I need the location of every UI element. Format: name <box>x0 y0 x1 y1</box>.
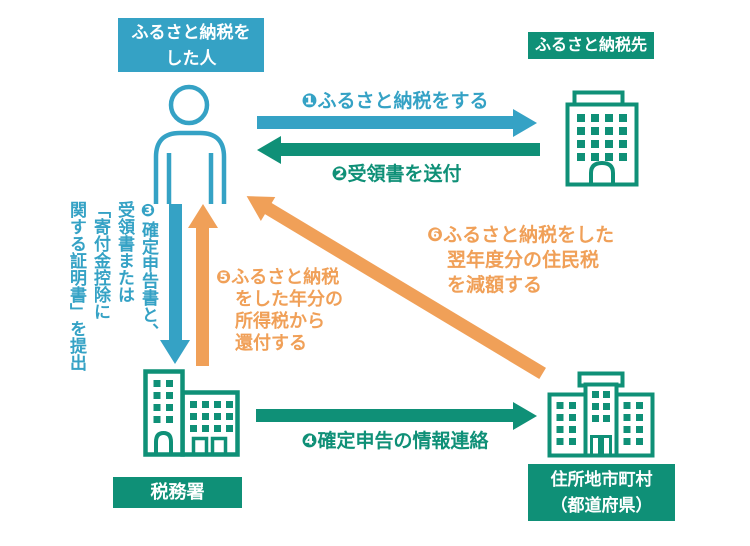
arrow-step1-head <box>513 109 537 137</box>
step1-number: ❶ <box>301 91 318 112</box>
tax-office-building-icon <box>143 369 240 457</box>
step5-label: ❺ふるさと納税 をした年分の 所得税から 還付する <box>216 266 395 354</box>
step2-text: 受領書を送付 <box>347 164 462 185</box>
office-windows <box>577 114 627 161</box>
step5-text: ふるさと納税 をした年分の 所得税から 還付する <box>231 267 343 353</box>
destination-label: ふるさと納税先 <box>528 32 654 59</box>
arrow-step3-head <box>160 340 190 364</box>
arrow-step1 <box>257 116 514 129</box>
arrow-step4-head <box>513 402 537 430</box>
step4-number: ❹ <box>301 431 318 452</box>
municipality-windows <box>556 391 643 445</box>
arrow-step4 <box>256 409 513 422</box>
municipal-hall-building-icon <box>547 371 655 458</box>
tax-office-label: 税務署 <box>113 477 242 508</box>
step6-text: ふるさと納税をした 翌年度分の住民税 を減額する <box>443 225 615 296</box>
step3-text: 確定申告書と、 受領書または 「寄付金控除に 関する証明書」を提出 <box>67 201 158 371</box>
step6-number: ❻ <box>427 225 444 246</box>
step3-label: ❸確定申告書と、 受領書または 「寄付金控除に 関する証明書」を提出 <box>58 201 160 443</box>
arrow-step2-head <box>257 136 281 164</box>
arrow-step2 <box>280 143 540 156</box>
step2-number: ❷ <box>331 164 348 185</box>
step3-number: ❸ <box>139 201 158 221</box>
municipality-label: 住所地市町村 （都道府県） <box>528 464 675 521</box>
person-icon <box>153 84 227 204</box>
donor-label: ふるさと納税を した人 <box>118 18 264 72</box>
step1-text: ふるさと納税をする <box>317 91 489 112</box>
step1-label: ❶ふるさと納税をする <box>255 86 535 113</box>
step6-label: ❻ふるさと納税をした 翌年度分の住民税 を減額する <box>427 223 672 298</box>
arrow-step5 <box>196 227 209 366</box>
step5-number: ❺ <box>216 267 232 287</box>
step4-label: ❹確定申告の情報連絡 <box>253 426 537 453</box>
tax-office-windows <box>153 380 233 432</box>
office-building-icon <box>565 90 639 187</box>
step4-text: 確定申告の情報連絡 <box>317 431 489 452</box>
step2-label: ❷受領書を送付 <box>255 159 538 186</box>
arrow-step3 <box>169 204 182 341</box>
arrow-step5-head <box>188 204 218 228</box>
